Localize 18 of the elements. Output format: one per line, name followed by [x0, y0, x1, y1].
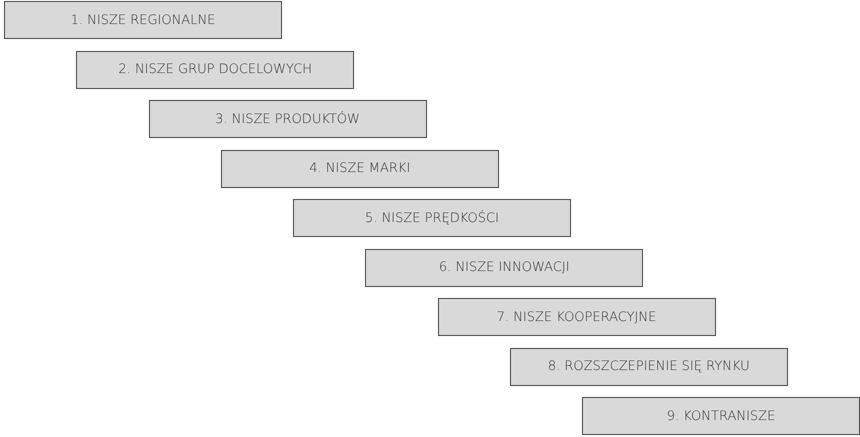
step-box [510, 348, 788, 386]
step-label: 5. NISZE PRĘDKOŚCI [365, 210, 499, 226]
step-label: 1. NISZE REGIONALNE [70, 12, 216, 28]
step-box [148, 100, 426, 138]
step-box [4, 1, 282, 39]
step-label: 2. NISZE GRUP DOCELOWYCH [118, 62, 312, 77]
step-box [293, 199, 571, 237]
step-label: 3. NISZE PRODUKTÓW [215, 112, 360, 126]
step-box [365, 248, 644, 286]
step-label: 7. NISZE KOOPERACYJNE [496, 310, 656, 324]
step-box [582, 397, 860, 435]
step-label: 4. NISZE MARKI [309, 161, 410, 176]
step-label: 8. ROZSZCZEPIENIE SIĘ RYNKU [548, 359, 750, 374]
step-label: 9. KONTRANISZE [666, 408, 776, 424]
step-box [220, 150, 499, 188]
step-box [76, 50, 354, 88]
step-box [438, 298, 716, 336]
step-label: 6. NISZE INNOWACJI [438, 260, 570, 275]
